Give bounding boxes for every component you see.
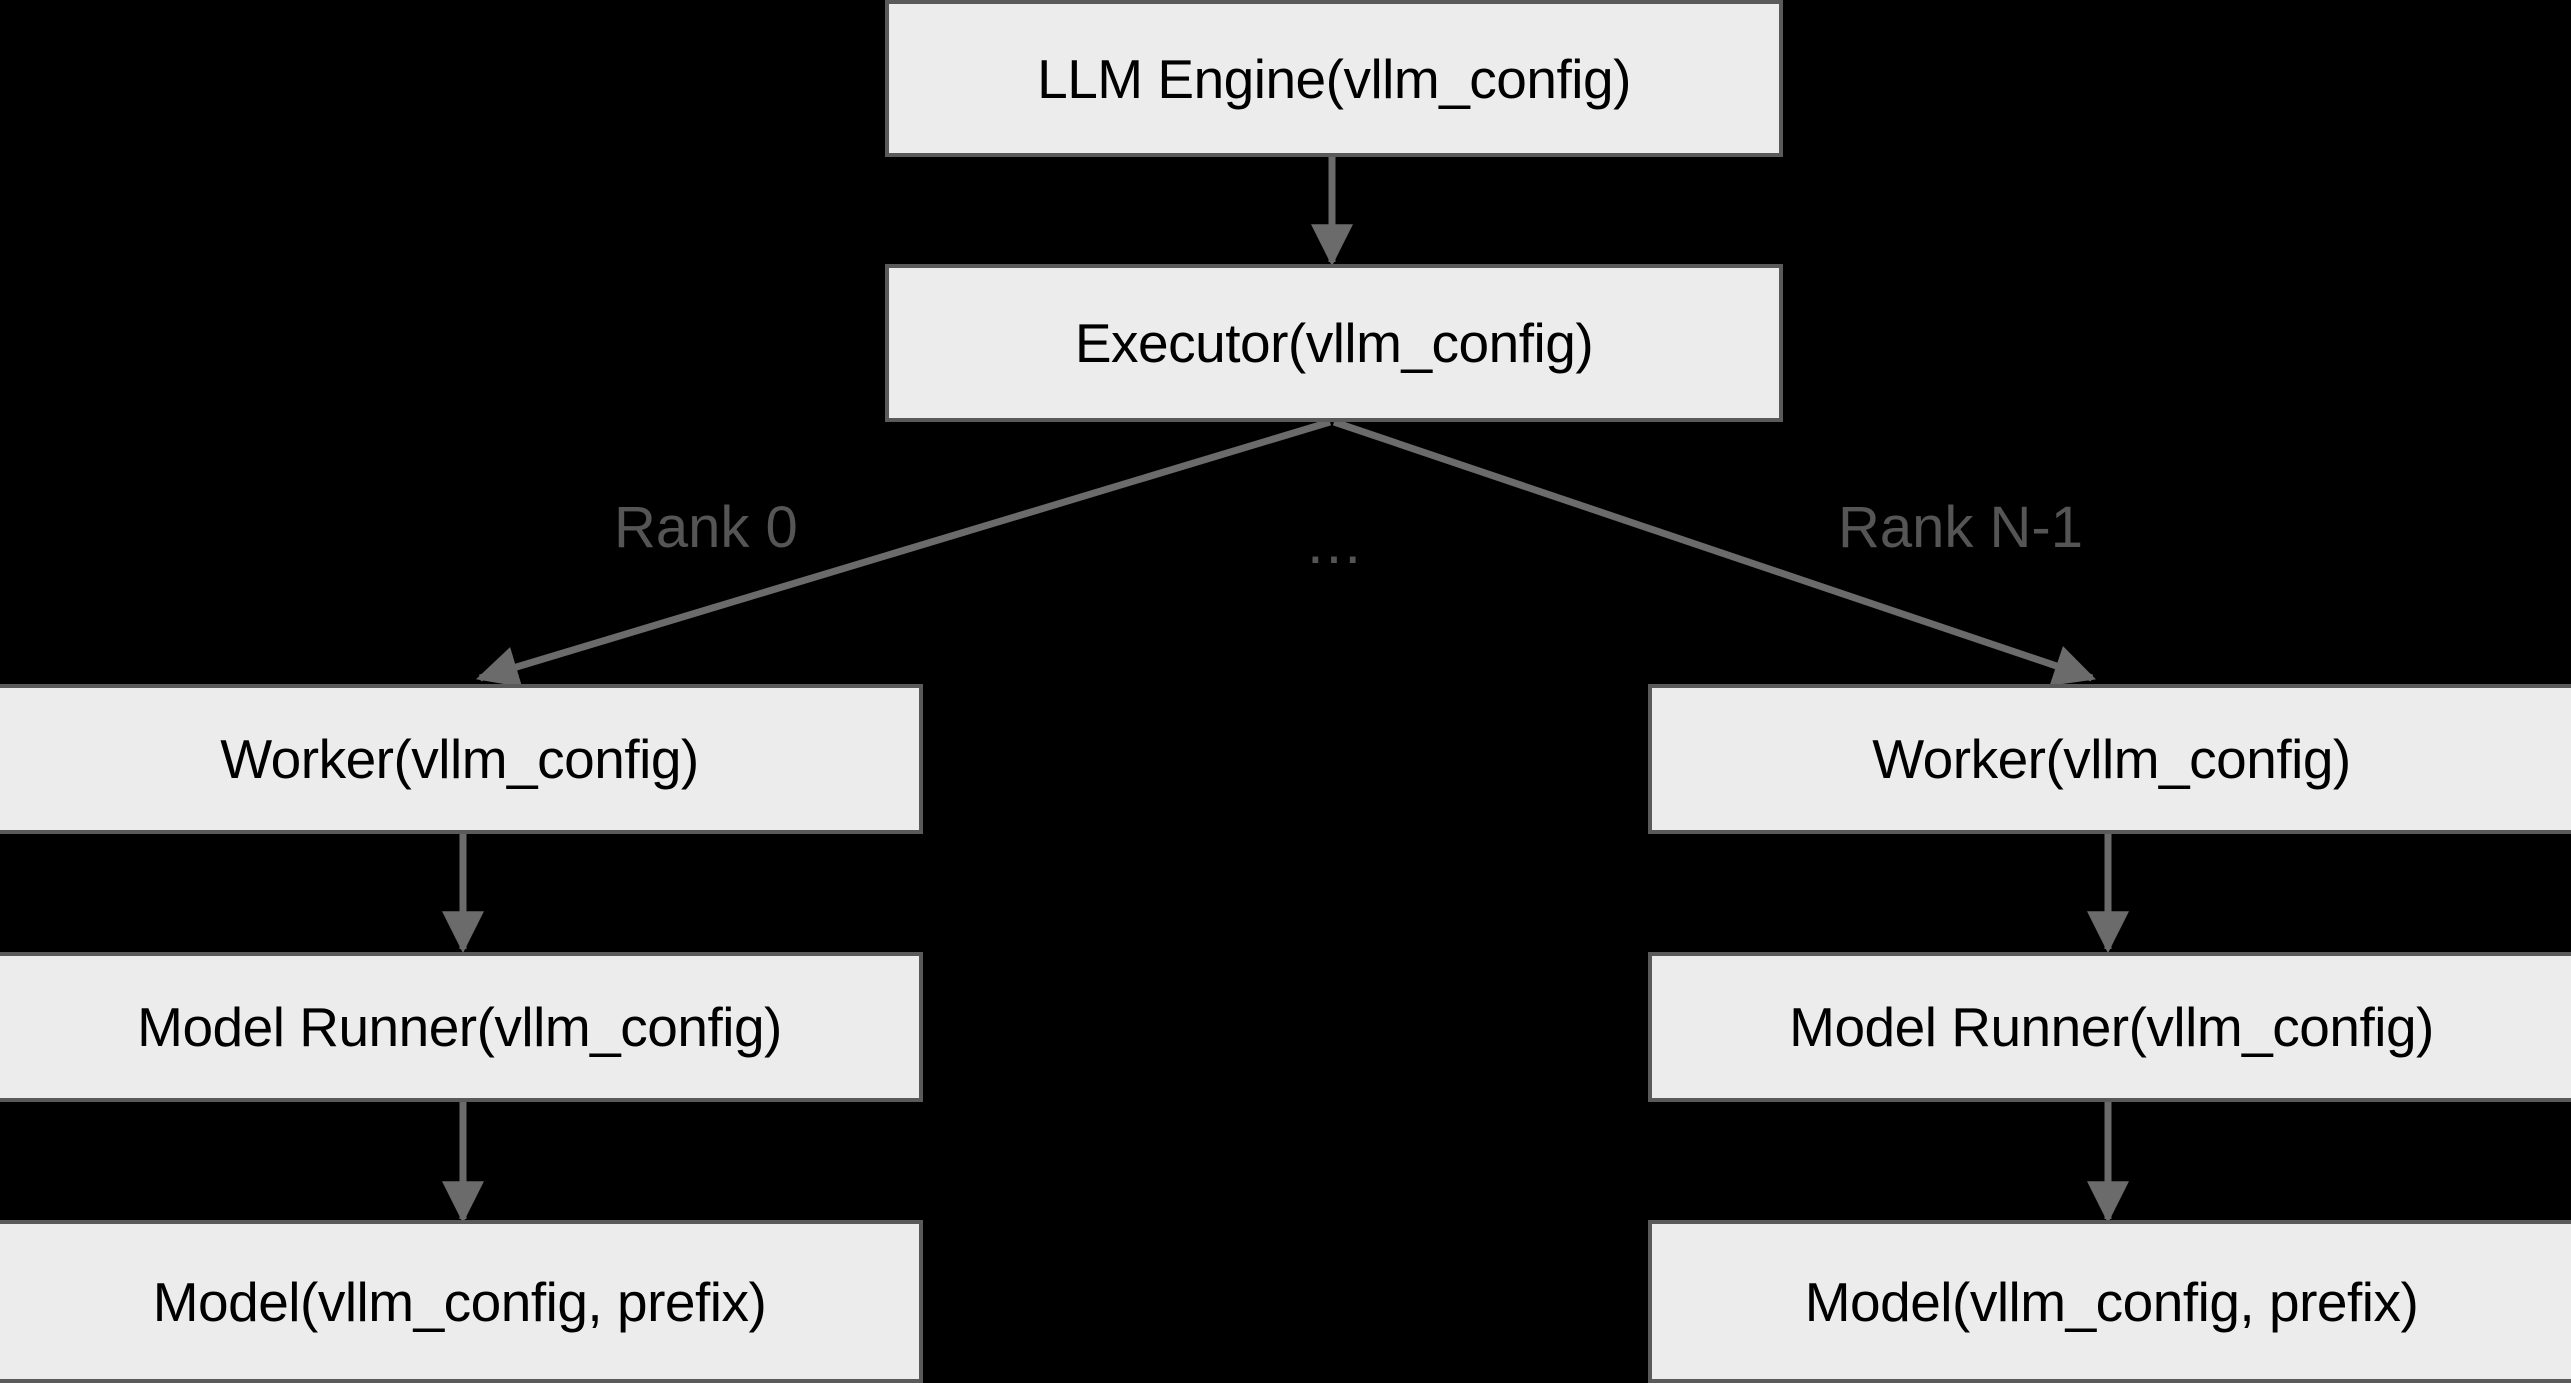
node-worker-rankn[interactable]: Worker(vllm_config) [1648, 684, 2571, 834]
node-worker-rank0-label: Worker(vllm_config) [220, 728, 699, 790]
node-worker-rankn-label: Worker(vllm_config) [1872, 728, 2351, 790]
node-llm-engine-label: LLM Engine(vllm_config) [1037, 47, 1631, 110]
edge-executor-to-worker-left [475, 418, 1332, 688]
node-model-runner-rank0-label: Model Runner(vllm_config) [137, 996, 782, 1058]
node-model-rankn-label: Model(vllm_config, prefix) [1804, 1270, 2419, 1333]
node-worker-rank0[interactable]: Worker(vllm_config) [0, 684, 923, 834]
edge-label-rank-0: Rank 0 [614, 495, 798, 560]
node-model-rankn[interactable]: Model(vllm_config, prefix) [1648, 1220, 2571, 1383]
node-executor-label: Executor(vllm_config) [1074, 312, 1594, 374]
edge-label-rank-ellipsis: ... [1307, 509, 1364, 576]
node-model-rank0-label: Model(vllm_config, prefix) [152, 1270, 767, 1333]
node-llm-engine[interactable]: LLM Engine(vllm_config) [885, 0, 1783, 157]
node-model-runner-rankn[interactable]: Model Runner(vllm_config) [1648, 952, 2571, 1102]
node-model-runner-rankn-label: Model Runner(vllm_config) [1789, 996, 2434, 1058]
node-model-rank0[interactable]: Model(vllm_config, prefix) [0, 1220, 923, 1383]
node-model-runner-rank0[interactable]: Model Runner(vllm_config) [0, 952, 923, 1102]
edge-label-rank-n-1: Rank N-1 [1838, 495, 2083, 560]
node-executor[interactable]: Executor(vllm_config) [885, 264, 1783, 422]
